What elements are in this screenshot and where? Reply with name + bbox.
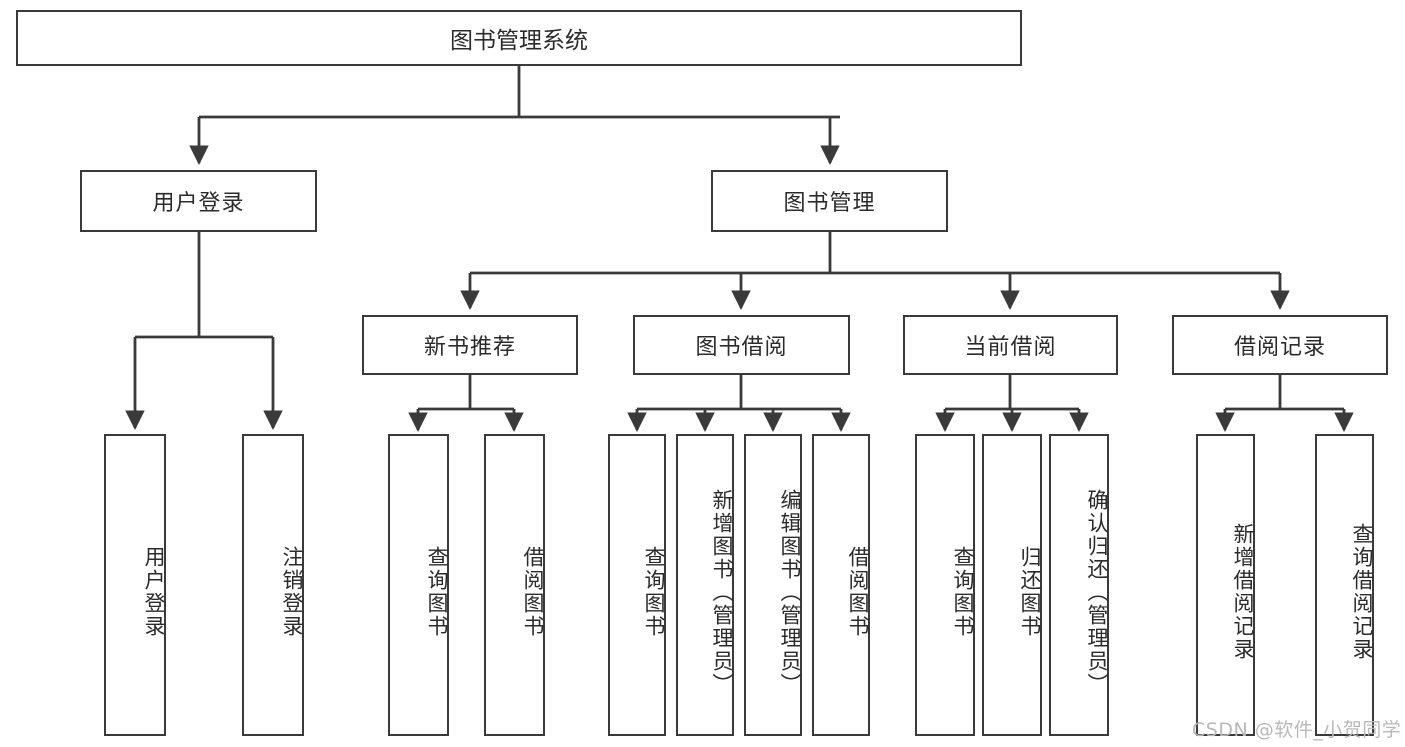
node-label: 注销登录 [280,546,304,638]
node-label: 图书管理系统 [450,28,588,54]
leaf-record-query-record[interactable]: 查询借阅记录 [1315,434,1374,736]
node-label: 图书管理 [783,191,876,216]
leaf-borrow-add-book-admin[interactable]: 新增图书（管理员） [676,434,734,736]
leaf-record-add-record[interactable]: 新增借阅记录 [1196,434,1255,736]
leaf-recommend-borrow-book[interactable]: 借阅图书 [484,434,545,736]
node-current-borrow[interactable]: 当前借阅 [903,315,1118,375]
node-label: 确认归还（管理员） [1085,488,1109,696]
node-label: 编辑图书（管理员） [778,488,802,696]
node-borrow-record[interactable]: 借阅记录 [1172,315,1388,375]
csdn-watermark: CSDN @软件_小贺同学 [1192,715,1401,742]
node-label: 新书推荐 [423,335,516,360]
leaf-borrow-query-book[interactable]: 查询图书 [608,434,666,736]
node-label: 当前借阅 [964,335,1057,360]
node-label: 查询图书 [642,546,666,638]
node-label: 借阅记录 [1233,335,1326,360]
leaf-user-login-login[interactable]: 用户登录 [104,434,166,736]
node-new-book-recommend[interactable]: 新书推荐 [362,315,578,375]
node-book-borrow[interactable]: 图书借阅 [633,315,850,375]
node-label: 新增图书（管理员） [710,488,734,696]
node-label: 查询图书 [951,546,975,638]
node-label: 用户登录 [142,546,166,638]
leaf-current-query-book[interactable]: 查询图书 [915,434,975,736]
node-label: 归还图书 [1018,546,1042,638]
node-book-management[interactable]: 图书管理 [711,170,948,232]
leaf-borrow-borrow-book[interactable]: 借阅图书 [812,434,870,736]
node-user-login[interactable]: 用户登录 [80,170,317,232]
node-label: 新增借阅记录 [1231,523,1255,661]
node-label: 用户登录 [152,191,245,216]
leaf-current-return-book[interactable]: 归还图书 [982,434,1042,736]
leaf-user-login-logout[interactable]: 注销登录 [242,434,304,736]
leaf-recommend-query-book[interactable]: 查询图书 [388,434,449,736]
watermark-text: CSDN @软件_小贺同学 [1192,719,1402,741]
node-label: 图书借阅 [695,335,788,360]
node-label: 借阅图书 [846,546,870,638]
node-label: 借阅图书 [521,546,545,638]
node-label: 查询借阅记录 [1350,523,1374,661]
leaf-borrow-edit-book-admin[interactable]: 编辑图书（管理员） [744,434,802,736]
node-label: 查询图书 [425,546,449,638]
leaf-current-confirm-return-admin[interactable]: 确认归还（管理员） [1049,434,1109,736]
node-root-system[interactable]: 图书管理系统 [16,10,1022,66]
